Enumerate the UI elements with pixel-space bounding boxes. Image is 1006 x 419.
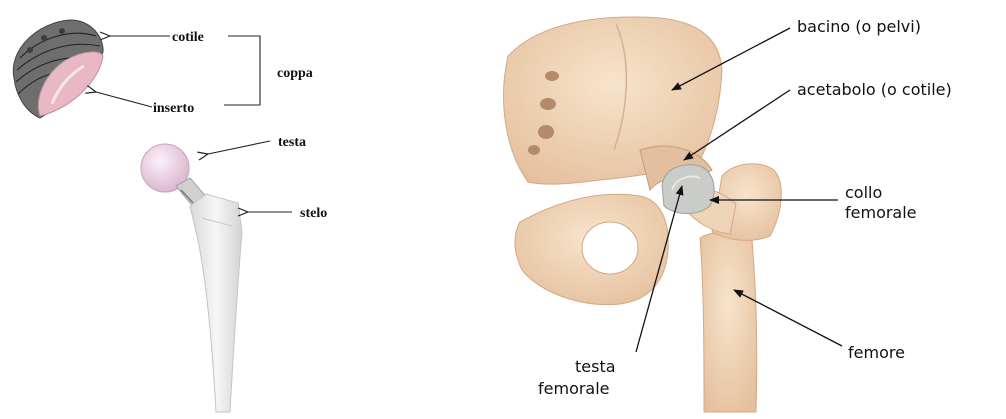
arrow-testa: [208, 141, 270, 154]
label-stelo: stelo: [300, 206, 327, 221]
label-femore: femore: [848, 343, 905, 362]
pelvis-bone: [504, 17, 722, 305]
label-bacino: bacino (o pelvi): [797, 17, 921, 36]
label-coppa: coppa: [277, 66, 313, 81]
label-cotile: cotile: [172, 30, 204, 45]
label-testa: testa: [278, 135, 306, 150]
bracket-coppa: [224, 36, 260, 105]
femur-bone: [662, 164, 781, 412]
label-acetabolo: acetabolo (o cotile): [797, 80, 952, 99]
label-collo-femorale: collo femorale: [845, 183, 917, 222]
label-testa-femorale: testa femorale: [538, 357, 621, 398]
label-inserto: inserto: [153, 101, 194, 116]
arrow-inserto: [96, 92, 152, 107]
femoral-stem: [176, 178, 242, 412]
acetabular-cup: [13, 20, 103, 118]
